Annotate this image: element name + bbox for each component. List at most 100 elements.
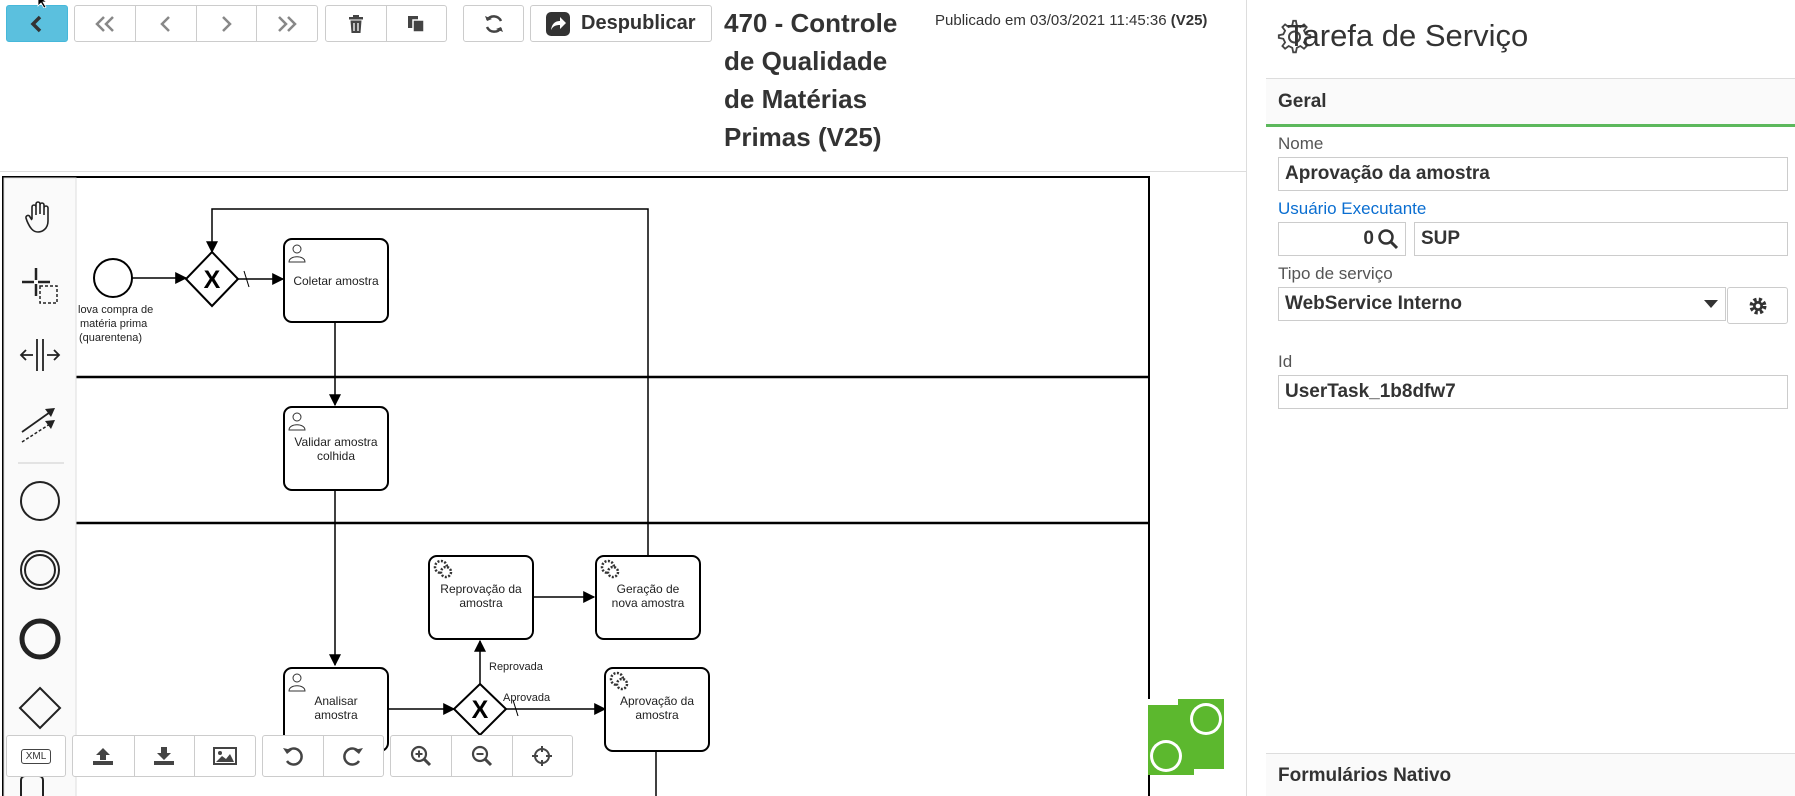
- chevron-left-icon: [159, 15, 170, 32]
- previous-button[interactable]: [134, 6, 196, 41]
- service-task-new-sample[interactable]: Geração de nova amostra: [595, 555, 701, 640]
- user-icon: [288, 412, 306, 431]
- process-title: 470 - Controle de Qualidade de Matérias …: [724, 8, 898, 152]
- forms-section-header[interactable]: Formulários Nativo: [1266, 753, 1795, 796]
- edit-group: [325, 5, 447, 42]
- user-icon: [288, 244, 306, 263]
- xml-icon: XML: [20, 748, 52, 764]
- lasso-tool[interactable]: [10, 256, 70, 316]
- xml-button[interactable]: XML: [7, 736, 65, 776]
- id-label: Id: [1278, 352, 1293, 371]
- start-event-label: matéria prima: [80, 318, 148, 330]
- upload-button[interactable]: [73, 736, 134, 776]
- gear-icon: [433, 559, 453, 579]
- gateway-x-symbol: X: [472, 696, 489, 724]
- xml-group: XML: [6, 735, 66, 777]
- upload-icon: [93, 748, 114, 765]
- user-icon: [288, 673, 306, 692]
- task-tool-partial[interactable]: [20, 775, 44, 796]
- gear-icon: [600, 559, 620, 579]
- sequence-flow-loop[interactable]: [206, 208, 649, 556]
- chevron-right-icon: [222, 15, 233, 32]
- intermediate-event-tool[interactable]: [10, 540, 70, 600]
- task-label: Aprovação da: [620, 694, 694, 708]
- mouse-cursor-icon: [37, 0, 49, 8]
- name-input[interactable]: Aprovação da amostra: [1278, 157, 1788, 191]
- undo-button[interactable]: [263, 736, 323, 776]
- connect-icon: [21, 408, 55, 443]
- service-type-value: WebService Interno: [1285, 293, 1463, 314]
- search-icon[interactable]: [1377, 228, 1399, 250]
- pool[interactable]: [2, 176, 1150, 796]
- bold-circle-icon: [19, 618, 61, 660]
- bpmn-canvas[interactable]: lova compra de matéria prima (quarentena…: [0, 172, 1246, 796]
- start-event-tool[interactable]: [10, 471, 70, 531]
- crosshair-icon: [532, 746, 553, 766]
- user-label[interactable]: Usuário Executante: [1278, 199, 1427, 218]
- next-button[interactable]: [195, 6, 257, 41]
- task-label: amostra: [459, 596, 503, 610]
- diamond-icon: [18, 686, 62, 730]
- published-version: (V25): [1170, 12, 1208, 29]
- chevron-left-icon: [30, 15, 42, 32]
- gateway-x-symbol: X: [204, 266, 221, 294]
- zoom-out-button[interactable]: [451, 736, 511, 776]
- name-label: Nome: [1278, 134, 1324, 153]
- back-button[interactable]: [6, 5, 68, 42]
- start-event-label: (quarentena): [79, 332, 142, 344]
- unpublish-button[interactable]: Despublicar: [530, 5, 712, 42]
- end-event-tool[interactable]: [10, 609, 70, 669]
- flow-label-reproved: Reprovada: [489, 661, 544, 673]
- user-code-input[interactable]: 0: [1278, 222, 1406, 256]
- user-code-value: 0: [1363, 228, 1374, 249]
- header-divider: [0, 171, 1246, 172]
- app-logo: [1148, 699, 1224, 775]
- start-event-label: lova compra de: [78, 304, 153, 316]
- service-task-reprove[interactable]: Reprovação da amostra: [428, 555, 534, 640]
- service-config-button[interactable]: [1727, 287, 1788, 324]
- refresh-button[interactable]: [463, 5, 524, 42]
- id-input[interactable]: UserTask_1b8dfw7: [1278, 375, 1788, 409]
- service-type-label: Tipo de serviço: [1278, 264, 1393, 283]
- exclusive-gateway[interactable]: [184, 250, 240, 308]
- zoom-in-icon: [411, 745, 432, 767]
- task-label: Reprovação da: [440, 582, 522, 596]
- service-type-select[interactable]: WebService Interno: [1278, 287, 1726, 321]
- gear-icon: [609, 671, 629, 691]
- default-flow-marker: [243, 270, 250, 288]
- connect-tool[interactable]: [10, 394, 70, 454]
- download-button[interactable]: [133, 736, 195, 776]
- gateway-tool[interactable]: [10, 678, 70, 738]
- start-event[interactable]: [93, 258, 133, 298]
- copy-button[interactable]: [385, 6, 447, 41]
- published-date: Publicado em 03/03/2021 11:45:36: [935, 12, 1167, 29]
- first-button[interactable]: [75, 6, 135, 41]
- space-tool[interactable]: [10, 325, 70, 385]
- task-label: amostra: [635, 708, 679, 722]
- last-button[interactable]: [256, 6, 317, 41]
- flow-label-approved: Aprovada: [503, 692, 551, 704]
- task-label: Coletar amostra: [293, 274, 379, 288]
- hand-tool[interactable]: [10, 187, 70, 247]
- delete-button[interactable]: [326, 6, 386, 41]
- task-label: amostra: [314, 708, 358, 722]
- center-button[interactable]: [511, 736, 572, 776]
- double-chevron-left-icon: [95, 15, 114, 32]
- download-icon: [154, 747, 175, 765]
- general-section-header[interactable]: Geral: [1266, 79, 1795, 127]
- gear-icon: [1277, 19, 1312, 54]
- double-circle-icon: [20, 550, 60, 590]
- redo-button[interactable]: [322, 736, 383, 776]
- service-task-approve[interactable]: Aprovação da amostra: [604, 667, 710, 752]
- user-task-collect[interactable]: Coletar amostra: [283, 238, 389, 323]
- image-button[interactable]: [194, 736, 255, 776]
- user-task-validate[interactable]: Validar amostra colhida: [283, 406, 389, 491]
- user-name-input[interactable]: SUP: [1414, 222, 1788, 256]
- default-flow-marker: [512, 699, 519, 717]
- unpublish-label: Despublicar: [581, 12, 696, 34]
- history-group: [262, 735, 384, 777]
- image-icon: [213, 747, 238, 765]
- zoom-in-button[interactable]: [391, 736, 451, 776]
- undo-icon: [282, 747, 303, 766]
- circle-icon: [20, 481, 60, 521]
